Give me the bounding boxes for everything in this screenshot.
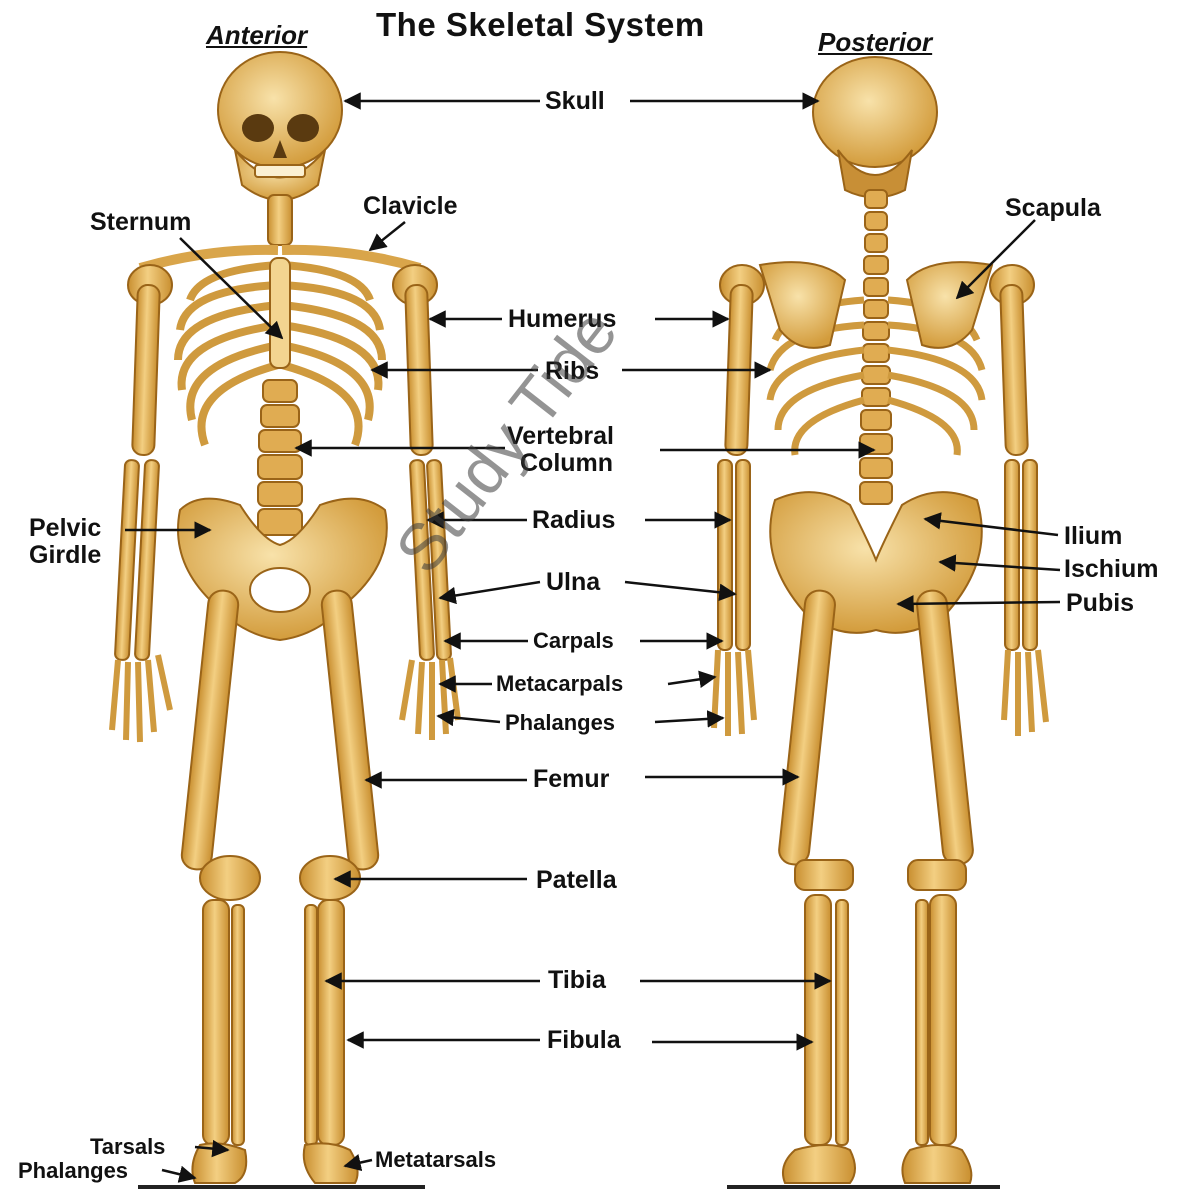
label-pubis: Pubis bbox=[1066, 591, 1134, 616]
metacarpals-arrow-right bbox=[668, 677, 715, 684]
anterior-skull bbox=[218, 52, 342, 200]
label-ulna: Ulna bbox=[546, 570, 600, 595]
posterior-skull bbox=[813, 57, 937, 198]
label-clavicle: Clavicle bbox=[363, 194, 458, 219]
label-metacarpals: Metacarpals bbox=[496, 673, 623, 695]
label-fibula: Fibula bbox=[547, 1028, 621, 1053]
label-ilium: Ilium bbox=[1064, 524, 1122, 549]
label-phalanges-hand: Phalanges bbox=[505, 712, 615, 734]
label-tibia: Tibia bbox=[548, 968, 606, 993]
label-skull: Skull bbox=[545, 89, 605, 114]
label-ischium: Ischium bbox=[1064, 557, 1158, 582]
phalanges-foot-arrow bbox=[162, 1170, 195, 1178]
label-carpals: Carpals bbox=[533, 630, 614, 652]
label-tarsals: Tarsals bbox=[90, 1136, 165, 1158]
label-femur: Femur bbox=[533, 767, 609, 792]
label-metatarsals: Metatarsals bbox=[375, 1149, 496, 1171]
posterior-view-heading: Posterior bbox=[818, 27, 932, 58]
label-scapula: Scapula bbox=[1005, 196, 1101, 221]
posterior-skeleton bbox=[714, 57, 1046, 1183]
anterior-view-heading: Anterior bbox=[206, 20, 307, 51]
label-phalanges-foot: Phalanges bbox=[18, 1160, 128, 1182]
ulna-arrow-left bbox=[440, 582, 540, 598]
label-patella: Patella bbox=[536, 868, 617, 893]
label-sternum: Sternum bbox=[90, 210, 191, 235]
diagram-title: The Skeletal System bbox=[376, 6, 705, 44]
clavicle-arrow bbox=[370, 222, 405, 250]
label-girdle: Girdle bbox=[29, 543, 101, 568]
label-radius: Radius bbox=[532, 508, 615, 533]
label-pelvic: Pelvic bbox=[29, 516, 101, 541]
